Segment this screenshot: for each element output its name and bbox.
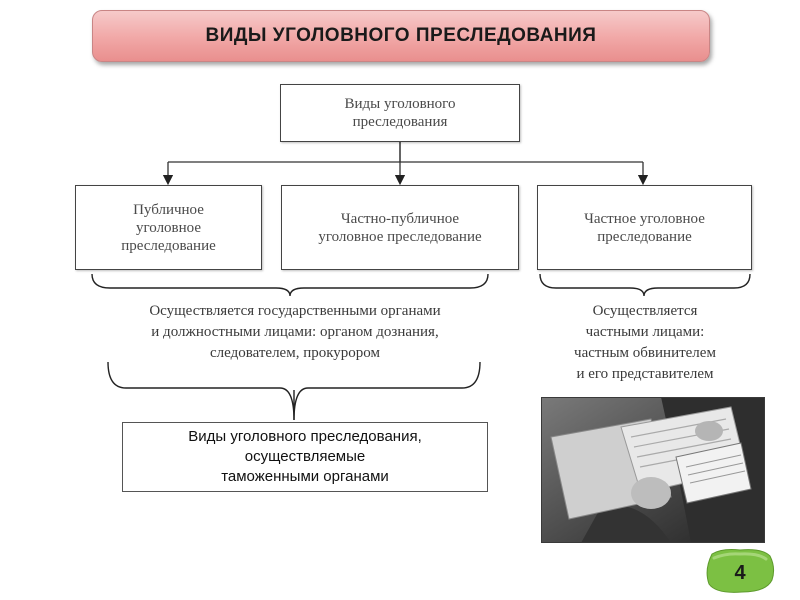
box-customs-prosecution: Виды уголовного преследования, осуществл… bbox=[122, 422, 488, 492]
page-title: ВИДЫ УГОЛОВНОГО ПРЕСЛЕДОВАНИЯ bbox=[205, 25, 597, 46]
page-number: 4 bbox=[734, 562, 746, 584]
title-banner: ВИДЫ УГОЛОВНОГО ПРЕСЛЕДОВАНИЯ bbox=[92, 10, 710, 62]
note-state-bodies: Осуществляется государственными органами… bbox=[149, 303, 441, 361]
note-private-persons: Осуществляется частными лицами: частным … bbox=[574, 303, 716, 382]
root-box: Виды уголовного преследования bbox=[280, 84, 520, 142]
box-private-public-prosecution: Частно-публичное уголовное преследование bbox=[281, 185, 519, 270]
box-public-prosecution: Публичное уголовное преследование bbox=[75, 185, 262, 270]
page-number-badge: 4 bbox=[706, 549, 775, 593]
box-private-prosecution: Частное уголовное преследование bbox=[537, 185, 752, 270]
brace-top-left bbox=[91, 273, 489, 297]
photo-reading-document-image bbox=[541, 397, 765, 543]
brace-top-right bbox=[539, 273, 751, 297]
